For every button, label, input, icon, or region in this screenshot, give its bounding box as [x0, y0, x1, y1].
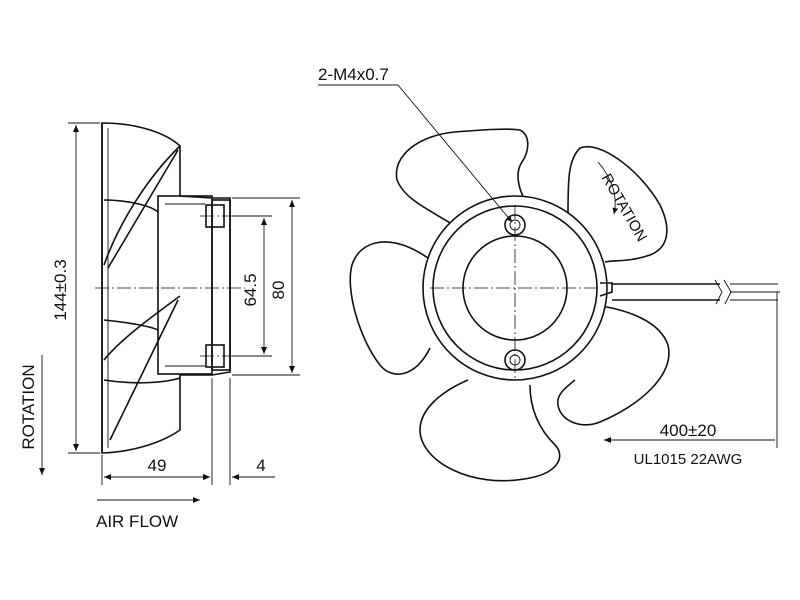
dim-height-label: 144±0.3 [51, 259, 70, 320]
blade-bottom [419, 379, 561, 482]
cable-break-1 [714, 279, 723, 305]
side-view: 144±0.3 64.5 80 49 4 AIR FLOW ROTATION [19, 122, 300, 531]
side-hub [157, 195, 213, 375]
side-blade-curve-5 [109, 299, 179, 441]
side-blade-curve-4 [103, 295, 181, 361]
cable-clamp [599, 282, 613, 297]
cable-spec-label: UL1015 22AWG [634, 451, 743, 468]
blade-right [567, 145, 668, 263]
dim-pitch-label: 64.5 [241, 273, 260, 306]
side-blade-curve-2 [107, 149, 179, 269]
blade-left [349, 241, 431, 375]
side-blade-curve-1 [103, 145, 181, 266]
front-view: 400±20 UL1015 22AWG 2-M4x0.7 ROTATION [318, 65, 780, 482]
side-blade-curve-3 [103, 199, 159, 213]
dim-cable-label: 400±20 [660, 421, 717, 440]
screw-label: 2-M4x0.7 [318, 65, 389, 84]
dim-depth-label: 49 [148, 456, 167, 475]
side-flange [211, 199, 231, 371]
blade-lower-right [556, 304, 670, 426]
airflow-label: AIR FLOW [96, 512, 178, 531]
cable-break-2 [723, 279, 732, 305]
side-blade-curve-6 [103, 319, 159, 331]
dim-flange-label: 4 [256, 456, 265, 475]
dim-mount-label: 80 [269, 281, 288, 300]
rotation-side-label: ROTATION [19, 364, 38, 449]
side-blade-outline [101, 122, 231, 454]
screw-leader [397, 84, 513, 223]
side-blade-curve-7 [103, 377, 181, 384]
rotation-front-arrow [597, 161, 619, 215]
